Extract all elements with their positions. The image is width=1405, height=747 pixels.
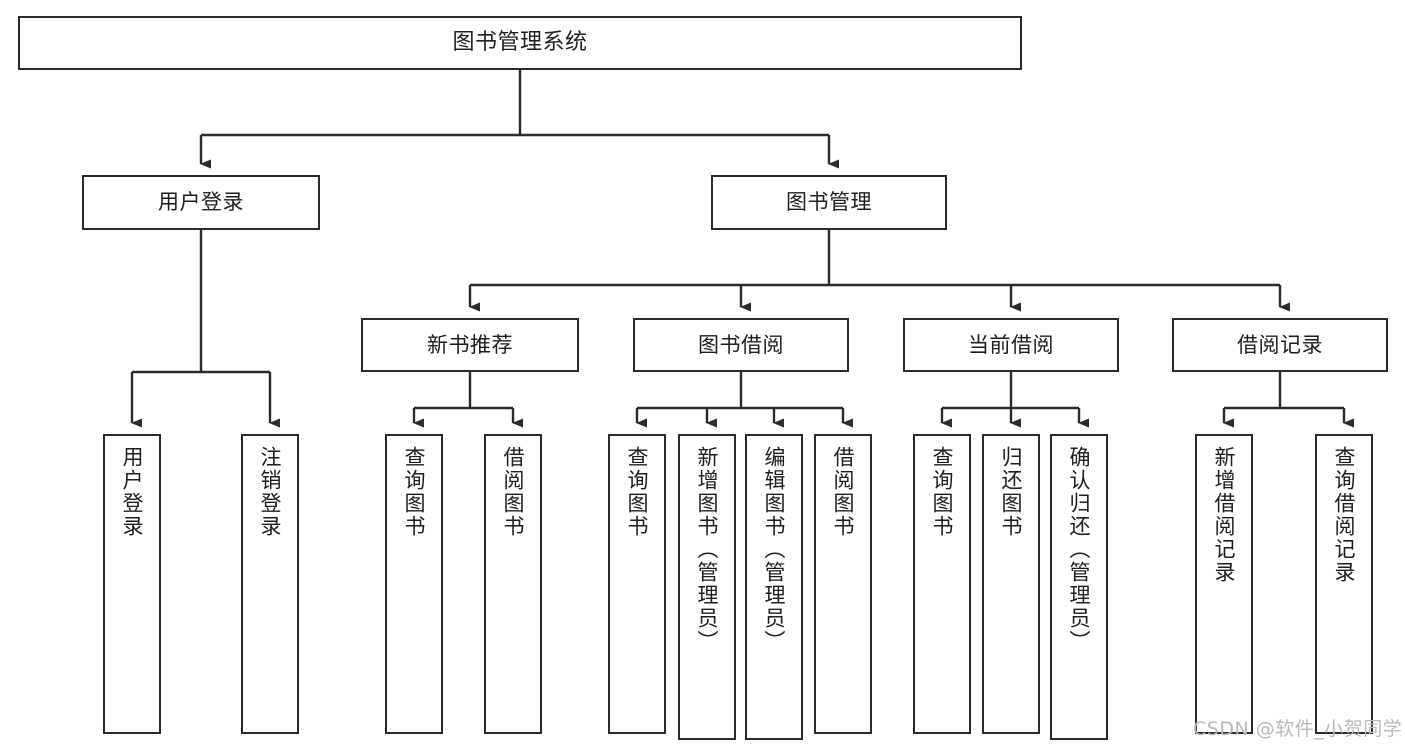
node-label: 图书管理 [786, 190, 872, 215]
node-leaf-add-rec[interactable]: 新增借阅记录 [1195, 434, 1253, 734]
node-label: 归还图书 [999, 446, 1024, 538]
node-leaf-confirm[interactable]: 确认归还（管理员） [1050, 434, 1108, 740]
node-leaf-borrow-1[interactable]: 借阅图书 [484, 434, 542, 734]
node-label: 用户登录 [120, 446, 145, 538]
node-label: 新增图书（管理员） [695, 446, 720, 653]
node-leaf-query-rec[interactable]: 查询借阅记录 [1315, 434, 1373, 734]
node-label: 编辑图书（管理员） [762, 446, 787, 653]
node-label: 查询图书 [930, 446, 955, 538]
node-new-book-rec[interactable]: 新书推荐 [361, 318, 579, 372]
node-label: 借阅记录 [1237, 332, 1323, 357]
node-leaf-logout[interactable]: 注销登录 [241, 434, 299, 734]
node-label: 借阅图书 [501, 446, 526, 538]
node-label: 新增借阅记录 [1212, 446, 1237, 584]
node-label: 查询图书 [402, 446, 427, 538]
node-label: 借阅图书 [831, 446, 856, 538]
node-book-borrow[interactable]: 图书借阅 [633, 318, 849, 372]
node-label: 新书推荐 [427, 332, 513, 357]
node-root[interactable]: 图书管理系统 [18, 16, 1022, 70]
node-label: 确认归还（管理员） [1067, 446, 1092, 653]
node-leaf-query-2[interactable]: 查询图书 [608, 434, 666, 734]
node-label: 查询借阅记录 [1332, 446, 1357, 584]
node-borrow-record[interactable]: 借阅记录 [1172, 318, 1388, 372]
node-label: 当前借阅 [968, 332, 1054, 357]
node-leaf-add-book[interactable]: 新增图书（管理员） [678, 434, 736, 740]
node-leaf-edit-book[interactable]: 编辑图书（管理员） [745, 434, 803, 740]
node-leaf-user-login[interactable]: 用户登录 [103, 434, 161, 734]
node-label: 图书管理系统 [452, 30, 588, 56]
node-leaf-query-1[interactable]: 查询图书 [385, 434, 443, 734]
node-book-manage[interactable]: 图书管理 [711, 175, 947, 230]
watermark-text: CSDN @软件_小贺同学 [1193, 718, 1403, 740]
node-leaf-return[interactable]: 归还图书 [982, 434, 1040, 734]
node-leaf-query-3[interactable]: 查询图书 [913, 434, 971, 734]
node-label: 图书借阅 [698, 332, 784, 357]
node-current-borrow[interactable]: 当前借阅 [903, 318, 1119, 372]
node-label: 注销登录 [258, 446, 283, 538]
node-leaf-borrow-2[interactable]: 借阅图书 [814, 434, 872, 734]
node-label: 用户登录 [158, 190, 244, 215]
node-user-login[interactable]: 用户登录 [82, 175, 320, 230]
node-label: 查询图书 [625, 446, 650, 538]
